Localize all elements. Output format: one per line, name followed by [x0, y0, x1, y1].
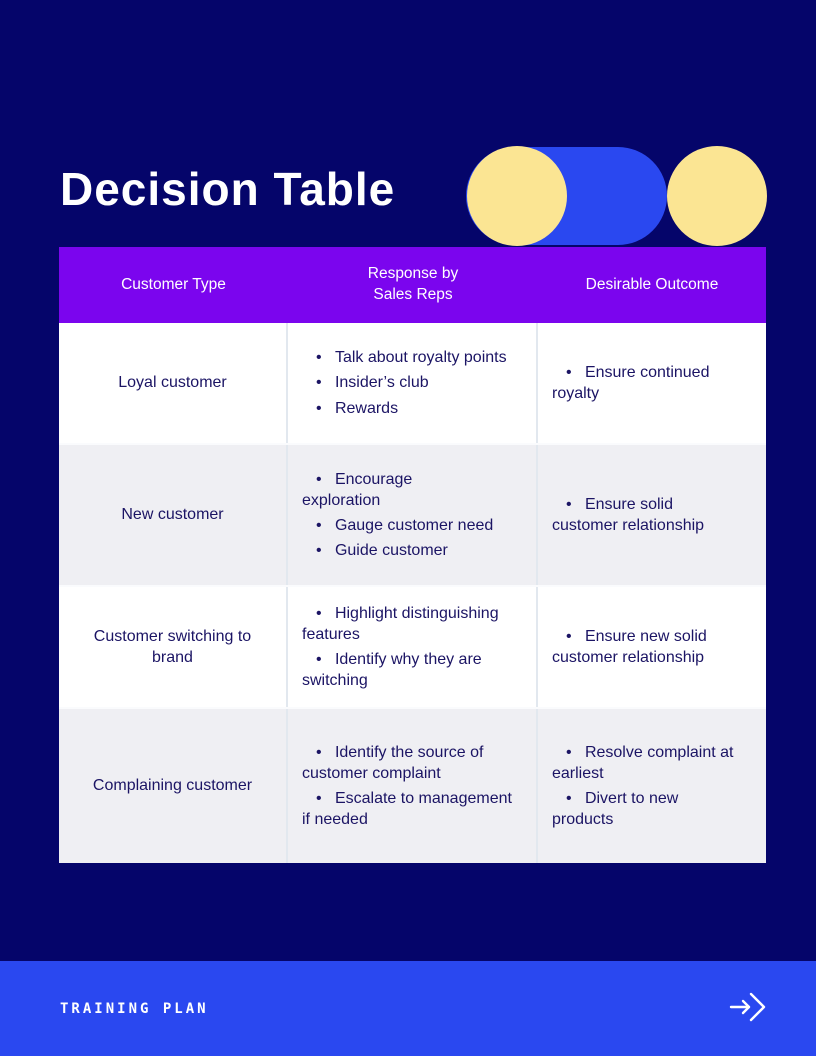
decor-yellow-circle-left — [467, 146, 567, 246]
table-header-row: Customer Type Response by Sales Reps Des… — [59, 247, 766, 323]
responses-cell: Highlight distinguishing features Identi… — [288, 587, 538, 707]
decor-yellow-circle-right — [667, 146, 767, 246]
footer-label: TRAINING PLAN — [60, 1000, 209, 1017]
table-row: Customer switching to brand Highlight di… — [59, 585, 766, 707]
customer-type-cell: Loyal customer — [59, 323, 288, 443]
column-header-outcome: Desirable Outcome — [585, 275, 719, 293]
outcome-item: Ensure solid customer relationship — [552, 494, 758, 536]
column-header-response: Response by Sales Reps — [367, 265, 459, 303]
outcomes-cell: Resolve complaint at earliest Divert to … — [538, 709, 766, 863]
outcomes-cell: Ensure continued royalty — [538, 323, 766, 443]
page-title: Decision Table — [60, 163, 396, 215]
decorative-shapes — [466, 146, 768, 246]
response-item: Escalate to management if needed — [302, 788, 528, 830]
outcome-item: Ensure continued royalty — [552, 362, 758, 404]
response-item: Encourage exploration — [302, 469, 528, 511]
response-item: Insider’s club — [302, 372, 528, 393]
footer-bar: TRAINING PLAN — [0, 961, 816, 1056]
outcome-item: Divert to new products — [552, 788, 758, 830]
table-row: Loyal customer Talk about royalty points… — [59, 323, 766, 443]
responses-cell: Talk about royalty points Insider’s club… — [288, 323, 538, 443]
response-item: Rewards — [302, 398, 528, 419]
outcome-item: Resolve complaint at earliest — [552, 742, 758, 784]
response-item: Guide customer — [302, 540, 528, 561]
outcomes-cell: Ensure new solid customer relationship — [538, 587, 766, 707]
table-row: Complaining customer Identify the source… — [59, 707, 766, 863]
response-item: Identify why they are switching — [302, 649, 528, 691]
arrow-right-icon — [728, 989, 770, 1028]
response-item: Talk about royalty points — [302, 347, 528, 368]
responses-cell: Identify the source of customer complain… — [288, 709, 538, 863]
decision-table: Customer Type Response by Sales Reps Des… — [59, 247, 766, 863]
responses-cell: Encourage exploration Gauge customer nee… — [288, 445, 538, 585]
next-page-button[interactable] — [728, 989, 770, 1028]
outcomes-cell: Ensure solid customer relationship — [538, 445, 766, 585]
customer-type-cell: Customer switching to brand — [59, 587, 288, 707]
outcome-item: Ensure new solid customer relationship — [552, 626, 758, 668]
response-item: Identify the source of customer complain… — [302, 742, 528, 784]
customer-type-cell: New customer — [59, 445, 288, 585]
response-item: Gauge customer need — [302, 515, 528, 536]
table-row: New customer Encourage exploration Gauge… — [59, 443, 766, 585]
customer-type-cell: Complaining customer — [59, 709, 288, 863]
column-header-customer-type: Customer Type — [121, 275, 226, 293]
response-item: Highlight distinguishing features — [302, 603, 528, 645]
